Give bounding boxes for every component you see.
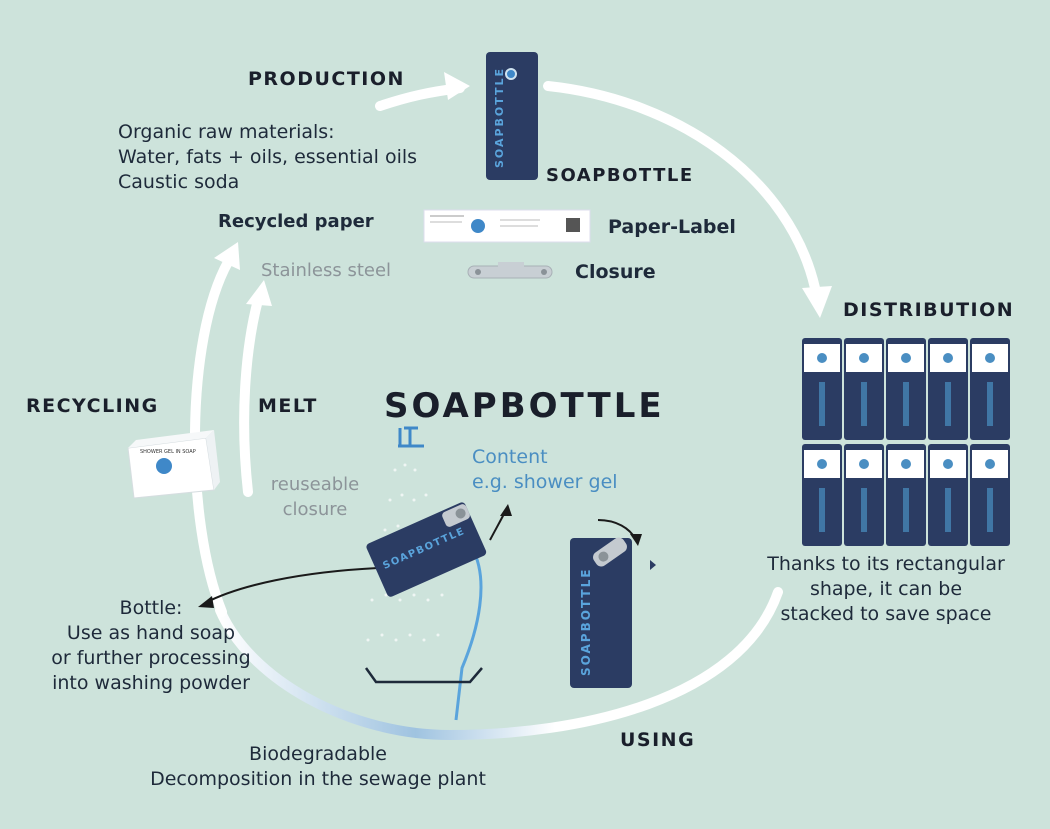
svg-text:SHOWER GEL IN SOAP: SHOWER GEL IN SOAP	[140, 449, 196, 455]
soap-stream	[454, 547, 483, 721]
bottle-reuse-arrow	[198, 567, 379, 608]
recycling-box: SHOWER GEL IN SOAP	[127, 430, 220, 499]
stage-distribution: DISTRIBUTION	[843, 299, 1015, 321]
stacked-bottle	[886, 338, 926, 440]
stacked-bottle	[928, 338, 968, 440]
biodegradable-text: Biodegradable Decomposition in the sewag…	[150, 743, 486, 790]
production-arrow	[375, 72, 470, 111]
stage-production: PRODUCTION	[248, 68, 405, 90]
stacked-bottle	[970, 338, 1010, 440]
svg-text:SOAPBOTTLE: SOAPBOTTLE	[579, 568, 593, 676]
soap-tray	[364, 667, 483, 684]
content-text: Content e.g. shower gel	[472, 446, 618, 493]
soapbottle-product: SOAPBOTTLE	[486, 52, 538, 180]
melt-arrow	[239, 280, 272, 497]
stacked-bottle	[802, 444, 842, 546]
stacked-bottle	[844, 338, 884, 440]
soapbottle-label: SOAPBOTTLE	[546, 165, 694, 186]
pouring-bottle: SOAPBOTTLE	[366, 502, 487, 597]
recycled-paper-text: Recycled paper	[218, 211, 374, 232]
closure-text: Closure	[575, 261, 656, 283]
stacked-bottle	[970, 444, 1010, 546]
stainless-steel-text: Stainless steel	[261, 260, 392, 281]
center-title: SOAPBOTTLE	[384, 386, 665, 426]
stacked-bottle	[844, 444, 884, 546]
svg-text:SOAPBOTTLE: SOAPBOTTLE	[493, 67, 506, 168]
stacked-bottle	[928, 444, 968, 546]
reuseable-closure-text: reuseable closure	[270, 474, 360, 520]
bottle-use-text: Bottle: Use as hand soap or further proc…	[51, 597, 251, 694]
paper-label-text: Paper-Label	[608, 216, 736, 238]
distribution-arrow	[543, 81, 832, 318]
shower-head	[398, 426, 424, 448]
stage-recycling: RECYCLING	[26, 395, 159, 417]
raw-materials-text: Organic raw materials: Water, fats + oil…	[118, 121, 418, 193]
stage-melt: MELT	[258, 395, 318, 417]
stacked-bottles	[802, 338, 1010, 546]
using-bottle: SOAPBOTTLE	[570, 537, 632, 688]
stacked-bottle	[802, 338, 842, 440]
stacked-bottle	[886, 444, 926, 546]
using-arc	[215, 587, 783, 741]
content-arrow	[489, 504, 512, 541]
stage-using: USING	[620, 729, 696, 751]
closure-image	[467, 262, 553, 279]
rotate-arrow	[597, 519, 656, 570]
distribution-description: Thanks to its rectangular shape, it can …	[767, 553, 1005, 625]
recycling-arrow	[190, 242, 240, 617]
paper-label-image	[423, 209, 591, 243]
